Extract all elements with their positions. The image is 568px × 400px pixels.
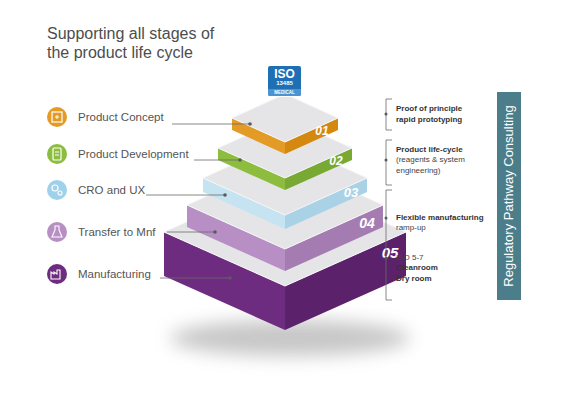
- pyramid-layer: 01: [232, 94, 338, 154]
- standard-number: 13485: [268, 80, 301, 87]
- service-note: Flexible manufacturing: [396, 213, 494, 224]
- stage-icon: [47, 107, 67, 127]
- stage-icon: [47, 222, 67, 242]
- stage-label: Product Concept: [78, 110, 188, 124]
- service-note: Cleanroom Dry room: [396, 263, 451, 284]
- service-note: (reagents & system engineering): [396, 155, 491, 176]
- stage-icon: [47, 264, 67, 284]
- service-note: ISO 5-7: [396, 253, 491, 264]
- bar-label: Regulatory Pathway Consulting: [501, 94, 517, 298]
- layer-number: 03: [337, 185, 365, 200]
- service-note: ramp-up: [396, 223, 491, 234]
- stage-label: Transfer to Mnf: [78, 225, 178, 239]
- service-note: Product life-cycle: [396, 145, 491, 156]
- layer-number: 04: [353, 215, 381, 231]
- stage-label: Product Development: [78, 147, 198, 161]
- stage-label: Manufacturing: [78, 267, 178, 281]
- stage-label: CRO and UX: [78, 183, 178, 197]
- badge-caption: MEDICAL: [268, 89, 301, 96]
- iso-badge: ISO13485MEDICAL: [268, 66, 301, 96]
- layer-shape: [232, 94, 338, 154]
- stage-icon: [47, 144, 67, 164]
- stage-icon: [47, 180, 67, 200]
- iso-mark: ISO: [268, 68, 301, 80]
- layer-number: 02: [322, 154, 350, 168]
- diagram-title: Supporting all stages of the product lif…: [47, 24, 237, 62]
- consulting-bar: Regulatory Pathway Consulting: [497, 92, 521, 300]
- service-note: Proof of principle rapid prototyping: [396, 104, 476, 125]
- layer-number: 01: [308, 124, 336, 138]
